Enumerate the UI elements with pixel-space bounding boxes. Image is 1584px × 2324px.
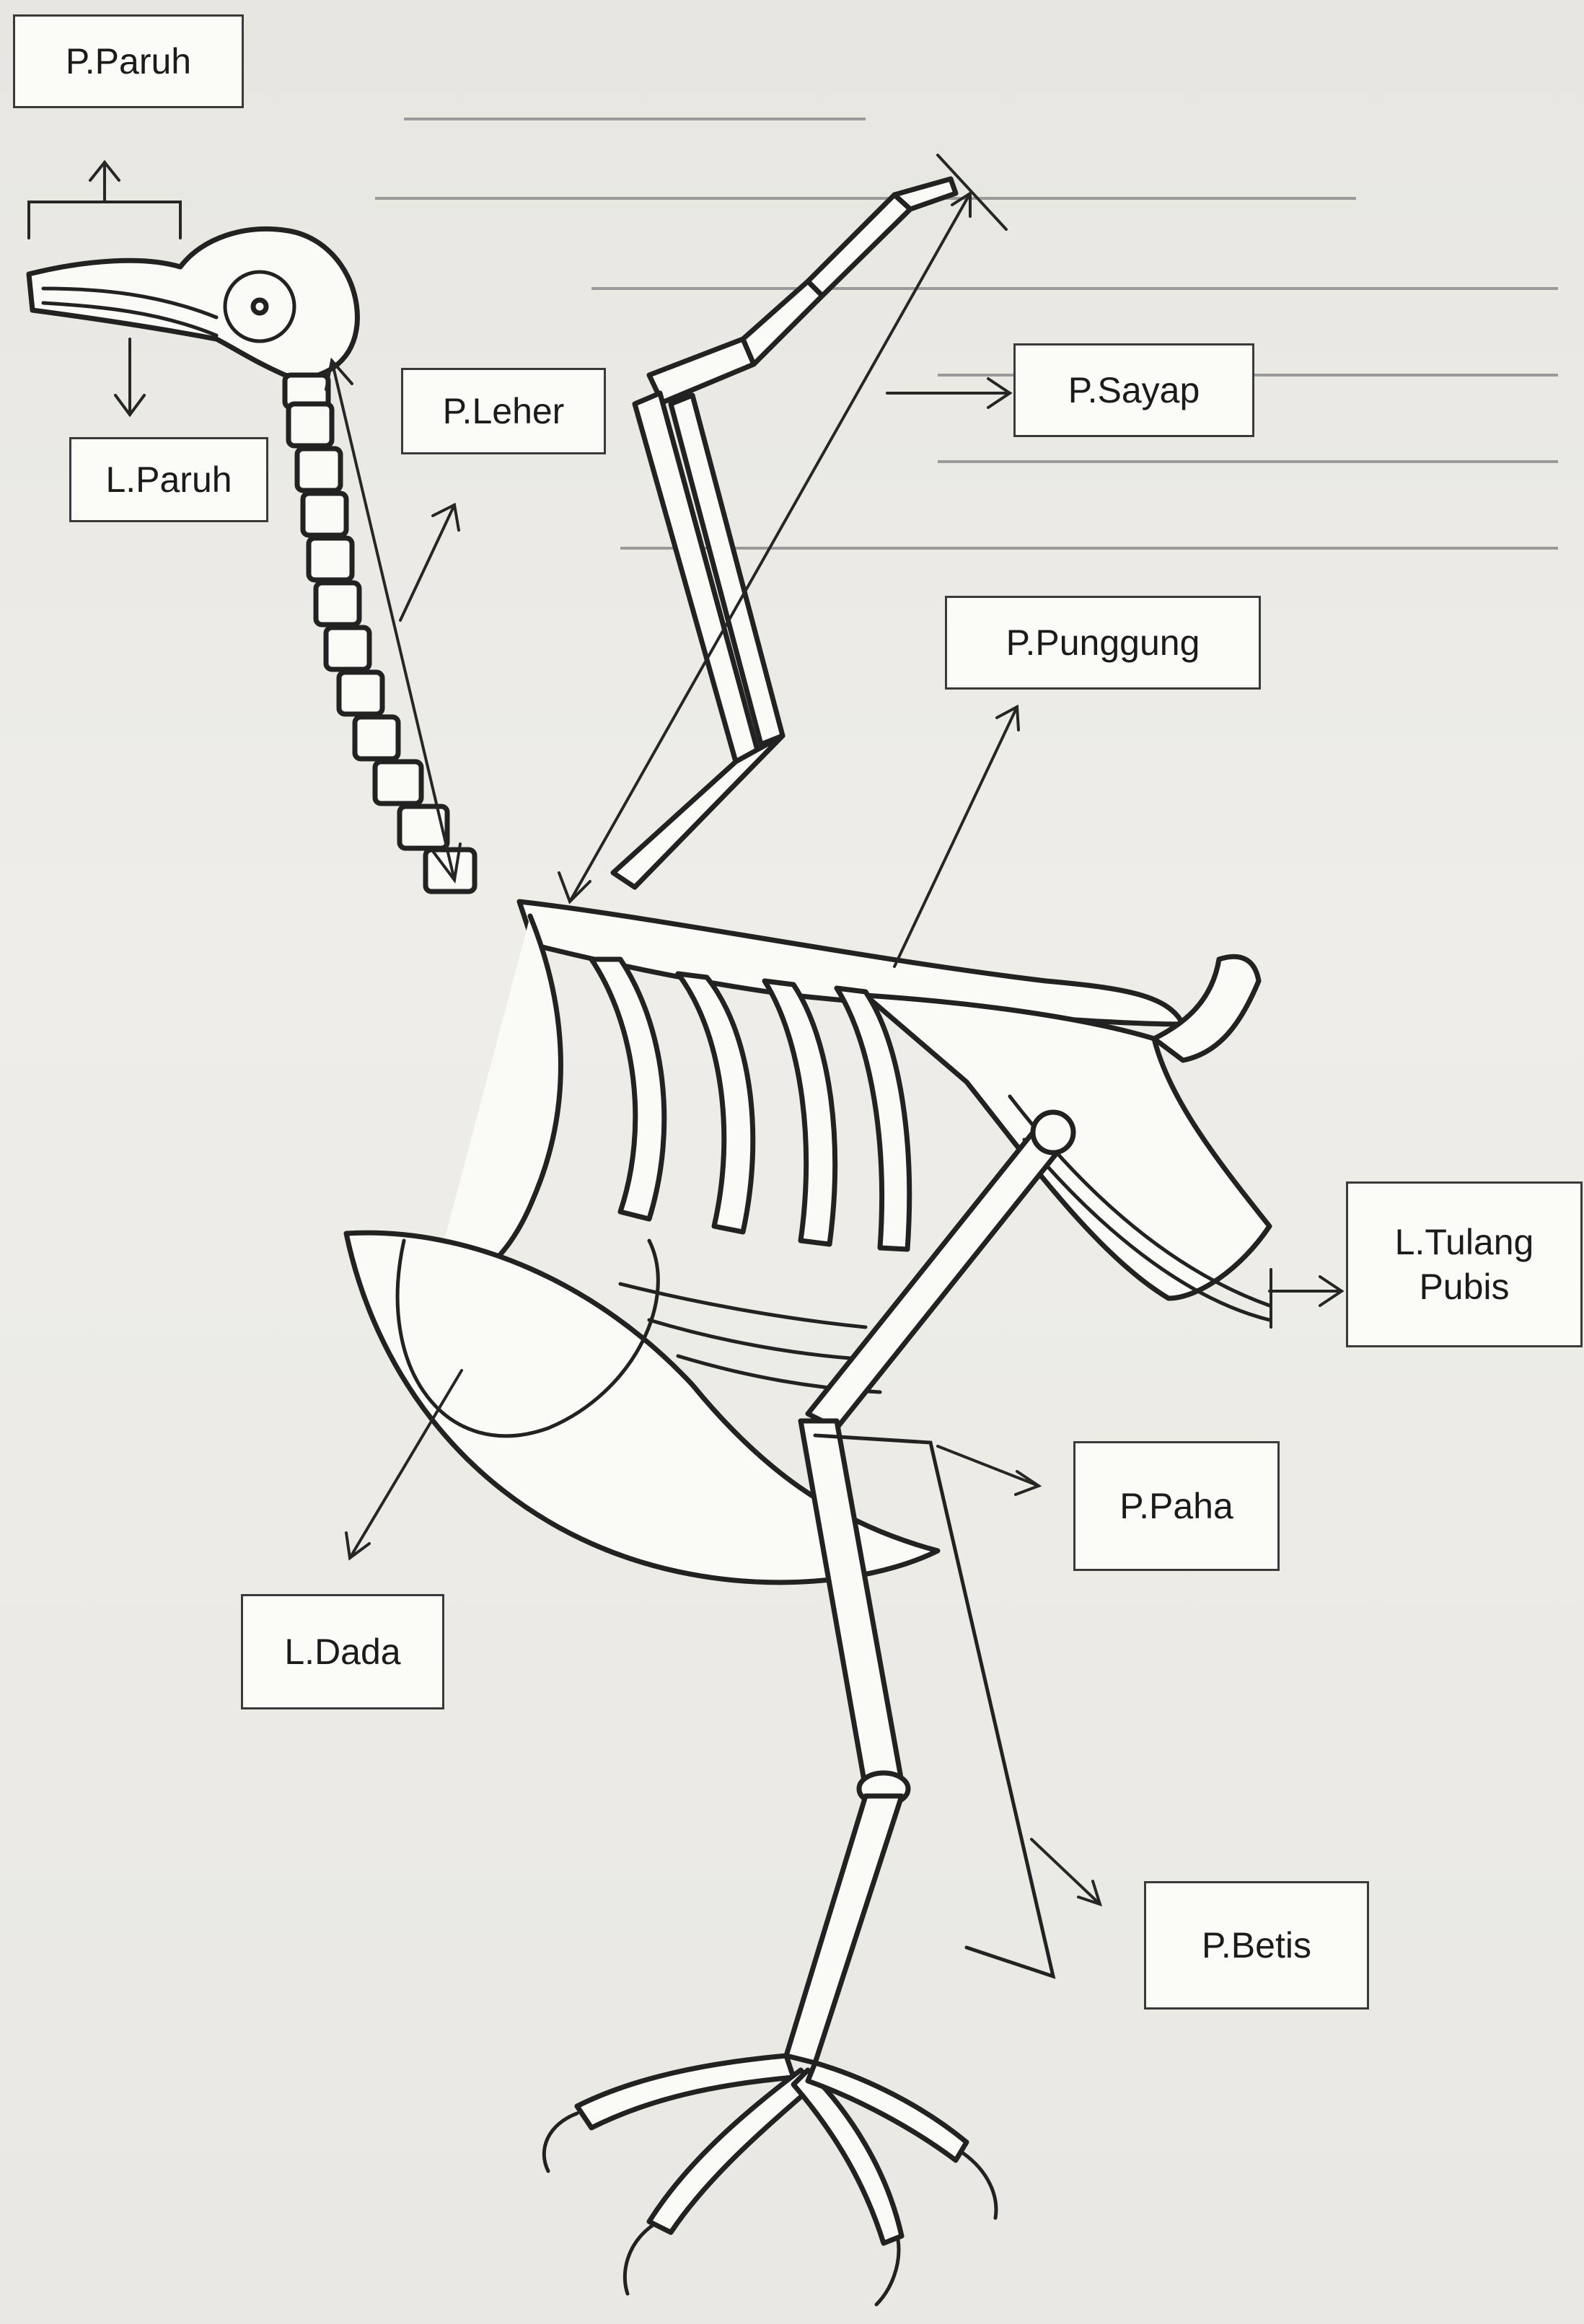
background-print-lines <box>375 119 1558 548</box>
neck-vertebrae <box>289 404 475 892</box>
leg-bones <box>786 1112 1073 2063</box>
label-l-dada: L.Dada <box>241 1594 444 1709</box>
label-l-paruh: L.Paruh <box>69 437 268 522</box>
foot-toes <box>544 2056 996 2305</box>
label-p-paruh: P.Paruh <box>13 14 244 108</box>
label-p-sayap: P.Sayap <box>1013 343 1254 437</box>
label-p-paha: P.Paha <box>1073 1441 1280 1571</box>
label-l-tulang-pubis: L.Tulang Pubis <box>1346 1181 1583 1347</box>
label-p-leher: P.Leher <box>401 368 606 454</box>
skull-beak <box>29 229 357 408</box>
label-p-punggung: P.Punggung <box>945 596 1261 690</box>
label-p-betis: P.Betis <box>1144 1881 1369 2010</box>
wing-bones <box>613 179 956 887</box>
